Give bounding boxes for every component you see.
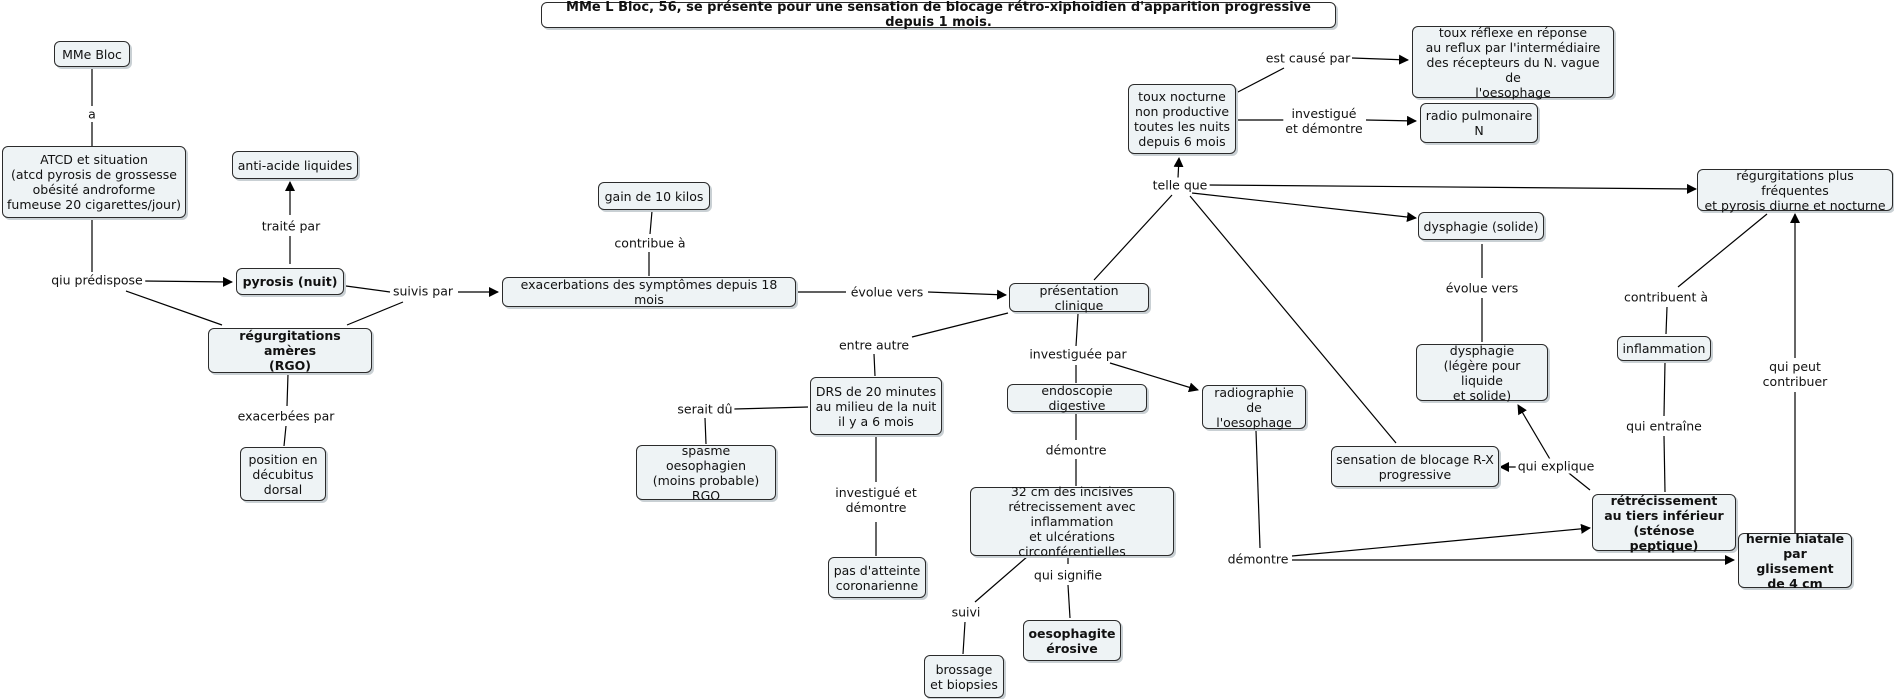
node-regurgitations-ameres[interactable]: régurgitations amères (RGO) (208, 328, 372, 373)
node-spasme[interactable]: spasme oesophagien (moins probable) RGO (636, 443, 776, 503)
link-label: contribue à (612, 235, 688, 251)
link-label: investiguée par (1027, 346, 1129, 362)
link-label: investigué et démontre (833, 485, 919, 515)
link-label: traité par (259, 218, 323, 234)
node-dysphagie-solide[interactable]: dysphagie (solide) (1418, 212, 1544, 240)
node-dysphagie-liquide[interactable]: dysphagie (légère pour liquide et solide… (1416, 343, 1548, 403)
node-mme-bloc[interactable]: MMe Bloc (54, 41, 130, 67)
node-hernie-hiatale[interactable]: hernie hiatale par glissement de 4 cm (1738, 531, 1852, 591)
link-label: investigué et démontre (1283, 106, 1365, 136)
node-anti-acide[interactable]: anti-acide liquides (232, 151, 358, 179)
link-label: évolue vers (1443, 280, 1521, 296)
link-label: qui signifie (1031, 567, 1105, 583)
node-presentation-clinique[interactable]: présentation clinique (1009, 283, 1149, 313)
link-label: qui peut contribuer (1760, 359, 1830, 389)
node-oesophagite[interactable]: oesophagite érosive (1023, 620, 1121, 661)
link-label: contribuent à (1622, 289, 1710, 305)
link-label: est causé par (1263, 50, 1353, 66)
link-label: qui entraîne (1624, 418, 1704, 434)
node-toux-reflexe[interactable]: toux réflexe en réponse au reflux par l'… (1412, 25, 1614, 100)
link-label: évolue vers (848, 284, 926, 300)
map-title: MMe L Bloc, 56, se présente pour une sen… (541, 0, 1336, 30)
node-pyrosis[interactable]: pyrosis (nuit) (236, 268, 344, 295)
node-gain[interactable]: gain de 10 kilos (598, 182, 710, 210)
link-label: exacerbées par (235, 408, 337, 424)
link-label: telle que (1150, 177, 1210, 193)
node-exacerbations[interactable]: exacerbations des symptômes depuis 18 mo… (502, 277, 796, 307)
node-radio-pulmonaire[interactable]: radio pulmonaire N (1420, 103, 1538, 143)
link-label: a (86, 106, 98, 122)
link-label: suivis par (391, 283, 455, 299)
node-position[interactable]: position en décubitus dorsal (240, 447, 326, 501)
node-drs[interactable]: DRS de 20 minutes au milieu de la nuit i… (810, 377, 942, 435)
node-atcd[interactable]: ATCD et situation (atcd pyrosis de gross… (2, 146, 186, 218)
node-brossage[interactable]: brossage et biopsies (924, 655, 1004, 698)
node-endoscopie[interactable]: endoscopie digestive (1007, 383, 1147, 413)
node-incisives[interactable]: 32 cm des incisives rétrecissement avec … (970, 484, 1174, 559)
node-regurgitations-frequentes[interactable]: régurgitations plus fréquentes et pyrosi… (1697, 168, 1893, 213)
link-label: entre autre (836, 337, 912, 353)
node-radiographie[interactable]: radiographie de l'oesophage (1202, 385, 1306, 430)
node-inflammation[interactable]: inflammation (1617, 336, 1711, 361)
link-label: qiu prédispose (49, 272, 145, 288)
link-label: démontre (1043, 442, 1109, 458)
node-sensation-blocage[interactable]: sensation de blocage R-X progressive (1331, 446, 1499, 487)
node-pas-atteinte[interactable]: pas d'atteinte coronarienne (828, 557, 926, 598)
link-label: serait dû (675, 401, 735, 417)
link-label: démontre (1225, 551, 1291, 567)
node-retrecissement[interactable]: rétrécissement au tiers inférieur (sténo… (1592, 493, 1736, 553)
node-toux-nocturne[interactable]: toux nocturne non productive toutes les … (1128, 84, 1236, 154)
link-label: qui explique (1515, 458, 1597, 474)
link-label: suivi (949, 604, 983, 620)
